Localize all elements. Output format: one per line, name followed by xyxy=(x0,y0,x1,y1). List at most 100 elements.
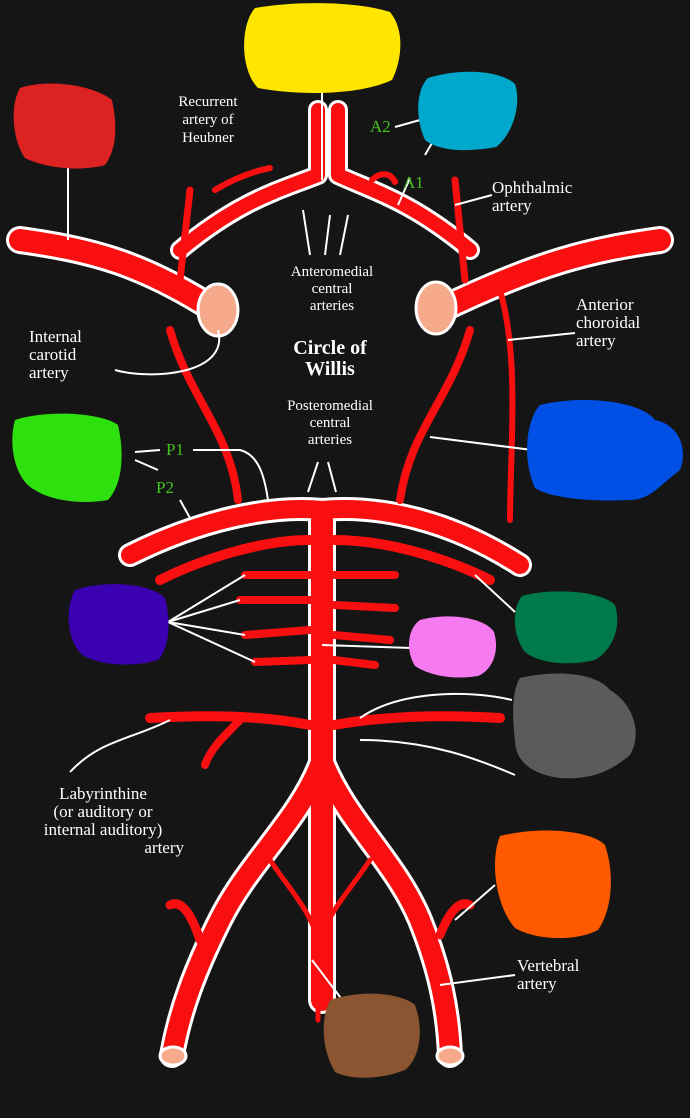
anterior-spinal-right xyxy=(317,857,373,943)
blot-gray xyxy=(513,673,636,779)
label-recurrent-heubner: Recurrent artery of Heubner xyxy=(153,93,263,147)
leader-orange xyxy=(454,884,496,921)
anterior-choroidal-line-3: artery xyxy=(576,331,616,350)
leader-posteromedial-1 xyxy=(307,461,319,493)
blot-brown xyxy=(323,993,420,1078)
label-labyrinthine-artery: Labyrinthine (or auditory or internal au… xyxy=(22,785,184,857)
leader-posteromedial-2 xyxy=(327,461,337,493)
carotid-left-lumen xyxy=(196,282,240,338)
leader-gray-2 xyxy=(359,739,516,776)
vertebral-line-1: Vertebral xyxy=(517,956,580,975)
labyrinthine-line-4: artery xyxy=(144,838,184,857)
anterior-choroidal-artery xyxy=(497,287,516,523)
leader-anteromedial-3 xyxy=(339,214,349,256)
label-vertebral-artery: Vertebral artery xyxy=(517,957,579,993)
pcom-left xyxy=(166,326,242,504)
pica-left xyxy=(165,899,205,945)
heubner-line-3: Heubner xyxy=(182,130,234,146)
aica-left-branch xyxy=(201,716,244,769)
label-ophthalmic-artery: Ophthalmic artery xyxy=(492,179,572,215)
label-blots xyxy=(12,3,683,1078)
recurrent-heubner-left xyxy=(212,165,273,193)
ophthalmic-line-2: artery xyxy=(492,196,532,215)
pontine-right-3 xyxy=(330,631,394,644)
posterior-cerebral-artery xyxy=(121,500,529,574)
anterior-choroidal-line-2: choroidal xyxy=(576,313,641,332)
mca-right xyxy=(429,229,671,321)
posteromedial-line-1: Posteromedial xyxy=(287,398,373,414)
pontine-left-4 xyxy=(251,656,314,666)
leader-a1-b xyxy=(424,142,433,156)
labyrinthine-line-2: (or auditory or xyxy=(53,802,153,821)
vertebral-line-2: artery xyxy=(517,974,557,993)
label-p1: P1 xyxy=(166,440,184,459)
label-a1: A1 xyxy=(403,173,424,192)
leader-ophthalmic xyxy=(454,194,493,206)
leader-purple-2 xyxy=(167,599,241,623)
aca-left xyxy=(173,103,325,257)
superior-cerebellar-left xyxy=(155,535,315,585)
mca-left xyxy=(9,229,226,321)
ophthalmic-line-1: Ophthalmic xyxy=(492,178,573,197)
leader-vertebral xyxy=(439,974,516,986)
leader-a1 xyxy=(397,177,411,206)
label-anteromedial-central-arteries: Anteromedial central arteries xyxy=(268,264,396,315)
leader-pink xyxy=(321,644,413,649)
heubner-line-2: artery of xyxy=(182,112,234,128)
internal-carotid-line-3: artery xyxy=(29,363,69,382)
anteromedial-line-2: central xyxy=(311,281,353,297)
carotid-ends xyxy=(158,280,465,1067)
aica-left xyxy=(145,711,315,730)
leader-anterior-choroidal xyxy=(507,332,576,341)
blot-yellow xyxy=(244,3,401,93)
leader-anteromedial-1 xyxy=(302,209,311,256)
leader-purple-4 xyxy=(167,621,256,663)
pontine-right-2 xyxy=(330,601,399,612)
label-a2: A2 xyxy=(370,117,391,136)
labyrinthine-line-1: Labyrinthine xyxy=(59,784,147,803)
blot-orange xyxy=(495,830,611,939)
posteromedial-line-3: arteries xyxy=(307,432,353,448)
heubner-line-1: Recurrent xyxy=(178,94,238,110)
anterior-choroidal-line-1: Anterior xyxy=(576,295,634,314)
aca-right xyxy=(331,103,477,257)
vertebral-right-lumen xyxy=(435,1045,465,1067)
blot-red xyxy=(13,83,116,169)
artery-fills xyxy=(9,103,671,1065)
ophthalmic-artery xyxy=(451,176,469,284)
recurrent-heubner-right xyxy=(369,171,398,185)
internal-carotid-line-2: carotid xyxy=(29,345,77,364)
internal-carotid-line-1: Internal xyxy=(29,327,82,346)
leader-blue xyxy=(429,436,533,451)
blot-blue xyxy=(527,400,683,501)
leader-purple-1 xyxy=(167,574,246,623)
leader-p2b xyxy=(179,499,191,519)
diagram-title: Circle of Willis xyxy=(268,338,392,380)
leader-a2 xyxy=(394,119,421,128)
ophthalmic-artery-left xyxy=(176,186,194,284)
label-anterior-choroidal-artery: Anterior choroidal artery xyxy=(576,296,640,350)
leader-lines xyxy=(67,90,576,1011)
leader-p1-green xyxy=(134,449,161,453)
blot-purple xyxy=(68,584,169,665)
blot-green xyxy=(12,413,122,502)
labyrinthine-line-3: internal auditory) xyxy=(43,820,163,839)
title-line-1: Circle of xyxy=(293,337,367,359)
vertebral-right xyxy=(312,750,460,1065)
label-internal-carotid-artery: Internal carotid artery xyxy=(29,328,82,382)
anterior-spinal-left xyxy=(267,857,321,943)
leader-labyrinthine xyxy=(69,719,171,773)
arteries xyxy=(6,100,674,1068)
superior-cerebellar-right xyxy=(329,535,495,585)
vertebral-left-lumen xyxy=(158,1045,188,1067)
pcom-right xyxy=(396,326,474,504)
anteromedial-line-3: arteries xyxy=(309,298,355,314)
label-p2: P2 xyxy=(156,478,174,497)
vertebral-left xyxy=(162,750,332,1065)
anteromedial-line-1: Anteromedial xyxy=(290,264,374,280)
leader-internal-carotid xyxy=(114,329,221,376)
label-posteromedial-central-arteries: Posteromedial central arteries xyxy=(266,398,394,449)
leader-darkgreen xyxy=(474,574,516,613)
